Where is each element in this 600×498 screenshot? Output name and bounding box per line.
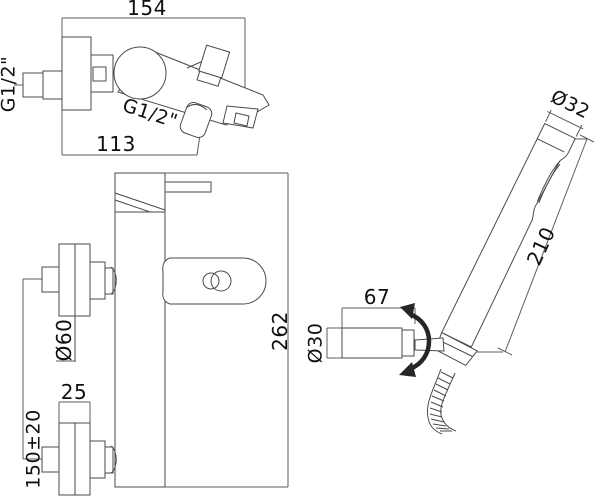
diverter-knob [210,270,232,292]
handshower-dimension-32 [545,109,584,137]
mixer-top-view [14,17,270,156]
boss-arc [185,104,208,111]
rotation-arrow-icon [399,303,432,377]
front-view-dimension-25 [58,401,91,423]
dim-spout-projection-label: 113 [96,132,136,156]
upper-wall-connection [41,243,117,362]
handshower-view [326,109,595,435]
spout-outlet-detail [233,112,250,127]
inlet-neck [42,70,63,100]
dim-bracket-length-label: 67 [363,285,391,309]
front-view-dimension-262 [165,172,289,488]
front-view-dimension-150 [22,278,42,460]
bracket-body [341,327,403,359]
head-slant [114,192,166,211]
mixer-body [114,172,166,488]
bracket-cap [401,329,415,357]
handshower-dimension-210 [477,134,595,356]
handshower-bracket [326,307,445,359]
dim-overall-width-label: 154 [127,0,167,20]
dim-inlet-spacing-label: 150±20 [22,409,45,489]
head-slant-2 [114,199,151,213]
handshower-handle [434,109,584,367]
inlet-tail [22,72,44,98]
dim-escutcheon-depth-label: 25 [60,380,88,404]
diverter-knob-inner [202,272,220,290]
dim-bracket-diameter-label: Ø30 [304,322,327,364]
shower-hose [426,368,457,435]
lower-wall-connection [41,401,117,496]
dim-escutcheon-diameter-label: Ø60 [52,318,76,362]
handle-knob-circle [113,46,167,100]
bracket-dimension-30 [326,327,342,359]
dim-overall-height-label: 262 [268,311,292,351]
inlet-thread-label: G1/2" [0,55,20,113]
lever-link [186,60,204,69]
mixer-front-view [22,172,289,496]
lever-handle [164,181,212,193]
body-fitting-detail [92,66,107,82]
lever-top [196,44,231,87]
wall-plate [61,36,92,111]
spout-front [162,257,267,305]
handshower-outlet-boss [179,101,213,139]
